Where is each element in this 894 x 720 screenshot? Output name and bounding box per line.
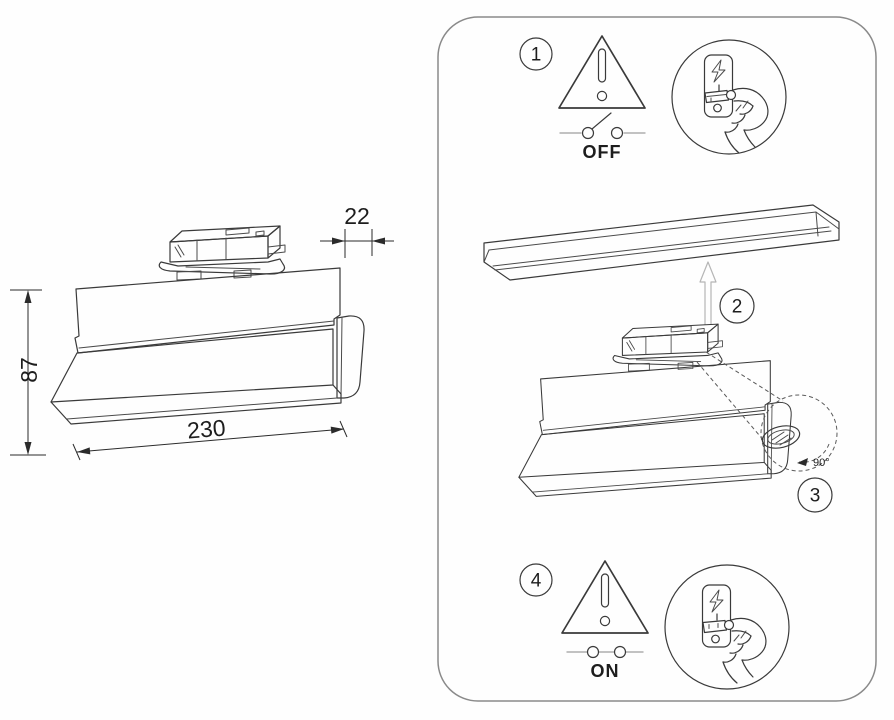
step-4-number: 4 [531,571,542,592]
rotation-detail: 90° [760,394,838,472]
lightning-icon [711,59,726,83]
step-4-caption: ON [591,661,620,681]
dimension-length: 230 [72,414,348,461]
rotation-knob-detail [761,425,801,449]
track-light-mounted-view [518,323,792,497]
track-rail [483,204,840,281]
side-view-figure: 87 230 22 [10,203,394,461]
instruction-panel-border [437,16,877,702]
step-2-number: 2 [732,297,743,318]
dimension-height: 87 [10,289,46,456]
detail-leader-lines [696,351,784,443]
step-3: 90° 3 [518,323,838,513]
step-1-badge [519,37,553,71]
switch-off-symbol-icon [559,112,646,140]
switch-on-symbol-icon [566,645,644,659]
track-light-side-view [50,225,365,425]
rotation-angle-label: 90° [813,457,830,469]
length-dimension-label: 230 [186,414,226,443]
depth-dimension-label: 22 [344,203,370,229]
step-2: 2 [483,204,840,325]
step-4: 4 ON [519,560,790,690]
switch-panel [703,54,734,118]
power-switch-detail [671,39,787,155]
step-1: 1 OFF [519,35,787,162]
height-dimension-label: 87 [16,357,42,383]
step-3-number: 3 [810,486,821,507]
step-3-badge [797,477,833,513]
step-4-badge [519,563,553,597]
lightning-icon [709,589,724,613]
warning-icon [558,35,646,109]
insert-arrow-icon [699,261,717,325]
hand-icon [722,617,767,684]
dimension-depth: 22 [320,203,394,258]
step-2-badge [719,288,755,324]
step-1-caption: OFF [583,142,622,162]
warning-icon [561,560,649,634]
power-switch-detail [664,564,790,690]
switch-panel [701,584,732,648]
step-1-number: 1 [531,45,542,66]
